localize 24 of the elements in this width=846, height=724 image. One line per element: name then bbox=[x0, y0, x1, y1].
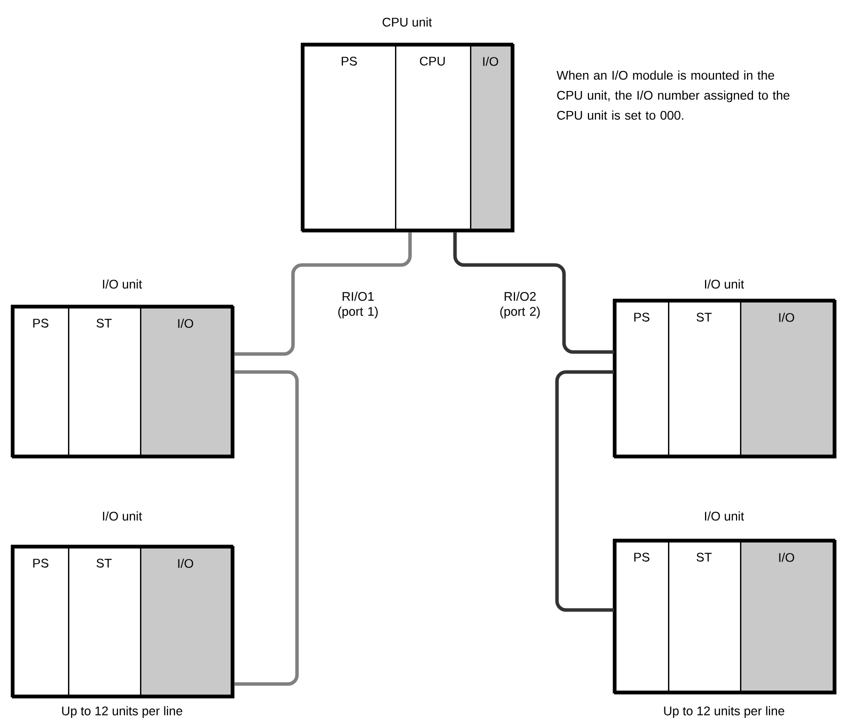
module-slot: I/O bbox=[140, 307, 232, 456]
cable-line bbox=[555, 370, 614, 612]
module-slot: CPU bbox=[395, 45, 472, 230]
module-slot: ST bbox=[668, 301, 742, 456]
cable-line bbox=[234, 232, 412, 356]
module-slot: I/O bbox=[740, 301, 834, 456]
module-slot: I/O bbox=[140, 547, 232, 696]
module-slot: PS bbox=[615, 301, 670, 456]
module-slot: PS bbox=[615, 541, 670, 692]
module-slot: I/O bbox=[470, 45, 512, 230]
module-slot: ST bbox=[68, 547, 142, 696]
module-slot: PS bbox=[303, 45, 396, 230]
cable-line bbox=[453, 232, 614, 354]
edge-label: RI/O1 (port 1) bbox=[338, 292, 378, 318]
module-slot: PS bbox=[13, 307, 70, 456]
caption-text: Up to 12 units per line bbox=[664, 706, 784, 718]
cable-line bbox=[234, 370, 299, 686]
module-slot: ST bbox=[68, 307, 142, 456]
note-text: When an I/O module is mounted in the CPU unit, the I/O number assigned to the CPU unit is set to 000. bbox=[556, 70, 790, 120]
module-slot: PS bbox=[13, 547, 70, 696]
caption-text: Up to 12 units per line bbox=[62, 706, 182, 718]
module-slot: I/O bbox=[740, 541, 834, 692]
module-slot: ST bbox=[668, 541, 742, 692]
edge-label: RI/O2 (port 2) bbox=[500, 292, 540, 318]
